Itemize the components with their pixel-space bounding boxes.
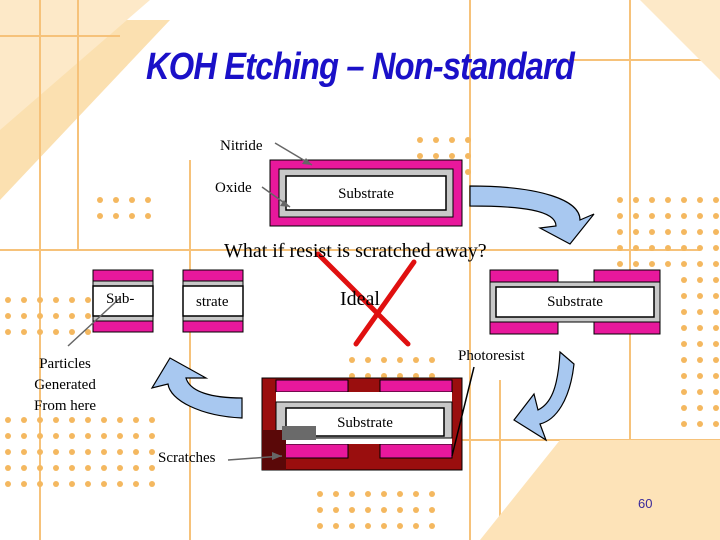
substrate-bottom-label: Substrate xyxy=(337,415,393,431)
substrate-right-label: Substrate xyxy=(547,294,603,310)
right-wafer-stack xyxy=(489,269,661,335)
photoresist-label: Photoresist xyxy=(458,348,525,364)
curved-arrow-right-down xyxy=(513,350,575,442)
curved-arrow-left-up xyxy=(150,357,243,419)
substrate-block xyxy=(285,175,447,211)
bg-triangle xyxy=(0,0,150,130)
right-nitride-bottom-right xyxy=(593,321,661,335)
bottom-nitride-top-left xyxy=(275,379,349,393)
bg-dots xyxy=(5,137,719,529)
bottom-wafer-stack xyxy=(261,377,463,471)
oxide-leader-arrowhead xyxy=(280,200,290,207)
bg-triangle xyxy=(640,0,720,80)
right-substrate xyxy=(495,286,655,318)
right-nitride-top-left xyxy=(489,269,559,283)
right-nitride-top-right xyxy=(593,269,661,283)
scratches-leader-arrowhead xyxy=(272,452,282,460)
left-wafer-pieces xyxy=(92,269,244,333)
top-wafer-stack xyxy=(269,159,463,227)
page-number: 60 xyxy=(638,496,653,511)
cross-mark-icon xyxy=(315,251,417,347)
bottom-nitride-bottom-right xyxy=(379,443,453,459)
scratch-exposed xyxy=(282,426,316,440)
particles-leader-line xyxy=(67,297,121,347)
particles-label: Particles Generated From here xyxy=(34,356,97,414)
substrate-top-label: Substrate xyxy=(338,186,394,202)
sub-label: Sub- xyxy=(106,291,135,307)
bg-triangle xyxy=(480,440,720,540)
photoresist-leader-line xyxy=(451,366,475,457)
bottom-nitride-top-right xyxy=(379,379,453,393)
right-piece-substrate xyxy=(182,285,244,317)
curved-arrow-top-right xyxy=(469,185,595,245)
nitride-leader-arrowhead xyxy=(302,158,312,165)
bottom-nitride-bottom-left xyxy=(275,443,349,459)
ideal-label: Ideal xyxy=(340,288,380,310)
strate-label: strate xyxy=(196,294,229,310)
oxide-label: Oxide xyxy=(215,180,252,196)
question-text: What if resist is scratched away? xyxy=(224,240,487,262)
left-piece-substrate xyxy=(92,285,154,317)
scratches-label: Scratches xyxy=(158,450,216,466)
right-nitride-bottom-left xyxy=(489,321,559,335)
slide-title: KOH Etching – Non-standard xyxy=(146,46,575,88)
nitride-label: Nitride xyxy=(220,138,263,154)
